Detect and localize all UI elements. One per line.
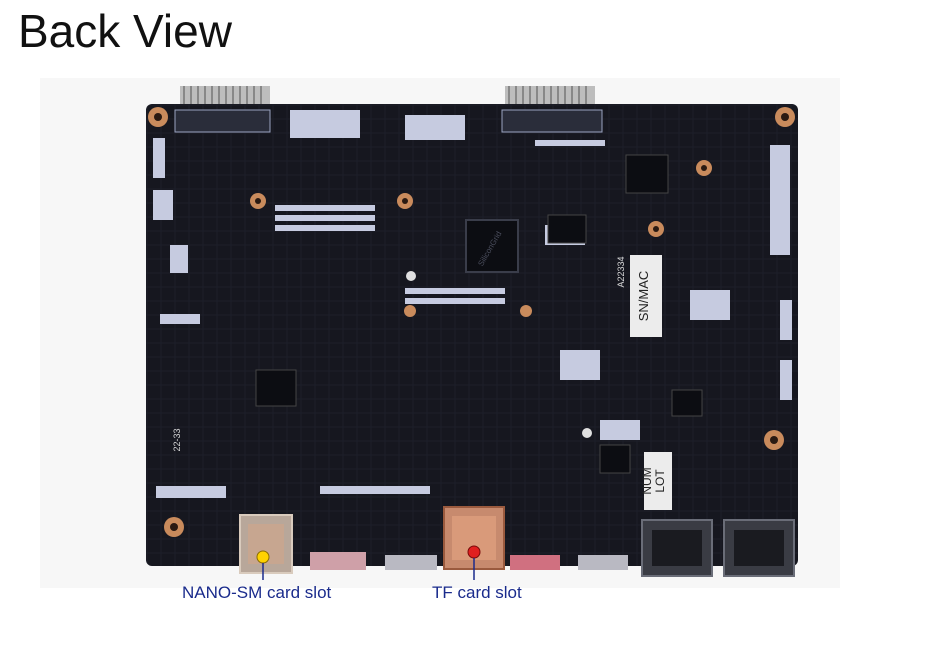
mounting-holes <box>148 107 795 537</box>
nano-sim-callout-label: NANO-SM card slot <box>182 583 332 602</box>
nano-sim-card-slot <box>239 514 293 574</box>
tf-marker-icon <box>467 545 481 559</box>
sn-mac-text: SN/MAC <box>636 271 651 322</box>
ic-chip-left <box>255 369 297 407</box>
num-text: NUM <box>640 467 654 494</box>
ic-chip-right <box>671 389 703 417</box>
lot-num-label <box>644 452 672 510</box>
lot-text: LOT <box>653 469 667 493</box>
header-footprint-left <box>174 109 271 133</box>
top-pin-header-right <box>505 86 595 106</box>
silkscreen-code: A22334 <box>616 256 626 287</box>
page-title: Back View <box>18 5 232 57</box>
sn-mac-label <box>630 255 662 337</box>
nano-sim-marker-icon <box>256 550 270 564</box>
ic-chip-top-right <box>625 154 669 194</box>
ethernet-jacks <box>641 519 795 577</box>
tf-callout-label: TF card slot <box>432 583 522 602</box>
ic-chip-bottom <box>599 444 631 474</box>
header-footprint-right <box>501 109 603 133</box>
main-soc-chip <box>465 219 519 273</box>
bottom-connectors <box>310 552 628 570</box>
top-pin-header-left <box>180 86 270 106</box>
side-silkscreen: 22-33 <box>172 428 182 451</box>
ic-chip-mid <box>547 214 587 244</box>
